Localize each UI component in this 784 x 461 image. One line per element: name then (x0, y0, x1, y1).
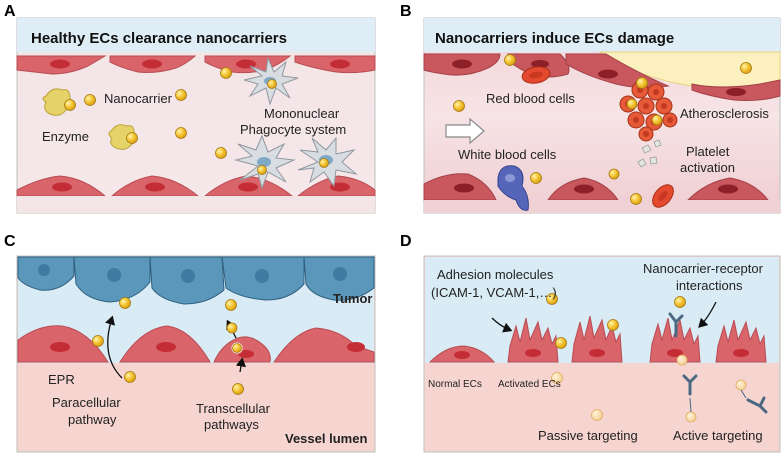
interactions-arrow (698, 301, 717, 328)
adhesion-molecules-label: Adhesion molecules (437, 267, 554, 282)
blood-flow-arrow-icon (445, 117, 485, 145)
pale-nanocarrier-particles (551, 354, 747, 423)
nanocarrier-label: Nanocarrier (104, 91, 173, 106)
panel-c: C Tumor (4, 233, 376, 453)
activated-ecs-label: Activated ECs (498, 379, 561, 390)
platelet-icon (637, 139, 662, 168)
active-targeting-label: Active targeting (673, 428, 763, 443)
panel-b-title: Nanocarriers induce ECs damage (435, 30, 674, 47)
nanocarrier-particles (546, 293, 686, 349)
activated-ec-icon (507, 315, 767, 363)
panel-b: B Nanocarriers induce ECs damage (400, 3, 781, 214)
panel-c-letter: C (4, 233, 16, 250)
epr-arrow (105, 315, 123, 379)
nanocarrier-particles (453, 54, 752, 205)
red-blood-cells-label: Red blood cells (486, 91, 575, 106)
receptor-icon (668, 312, 768, 414)
phagocyte-icon (234, 134, 296, 190)
panel-b-title-bar (424, 18, 780, 52)
paracellular-label: Paracellular (52, 395, 121, 410)
pathway-label: pathway (68, 412, 117, 427)
activation-label: activation (680, 160, 735, 175)
tumor-label: Tumor (333, 291, 372, 306)
panel-a-letter: A (4, 3, 16, 20)
atherosclerosis-label: Atherosclerosis (680, 106, 769, 121)
enzyme-label: Enzyme (42, 129, 89, 144)
epr-label: EPR (48, 372, 75, 387)
nanocarrier-receptor-label: Nanocarrier-receptor (643, 261, 764, 276)
vessel-lumen-label: Vessel lumen (285, 431, 367, 446)
white-blood-cells-label: White blood cells (458, 147, 557, 162)
mononuclear-label: Mononuclear (264, 106, 340, 121)
panel-d-letter: D (400, 233, 412, 250)
transcellular-label: Transcellular (196, 401, 271, 416)
panel-b-letter: B (400, 3, 412, 20)
nanocarrier-particles (92, 297, 244, 395)
panel-a-title-bar (17, 18, 375, 52)
pathways-label: pathways (204, 417, 259, 432)
red-blood-cell-icon (521, 66, 674, 208)
panel-d: D (400, 233, 781, 453)
normal-ecs-label: Normal ECs (428, 379, 482, 390)
interactions-label: interactions (676, 278, 743, 293)
passive-targeting-label: Passive targeting (538, 428, 638, 443)
panel-a-title: Healthy ECs clearance nanocarriers (31, 30, 287, 47)
panel-a: A Healthy ECs clearance nanocarriers (4, 3, 376, 214)
adhesion-molecules-list-label: (ICAM-1, VCAM-1,…) (431, 285, 557, 300)
nanocarrier-particles (64, 67, 329, 175)
platelet-label: Platelet (686, 144, 730, 159)
phagocyte-system-label: Phagocyte system (240, 122, 346, 137)
adhesion-arrow (491, 317, 513, 333)
